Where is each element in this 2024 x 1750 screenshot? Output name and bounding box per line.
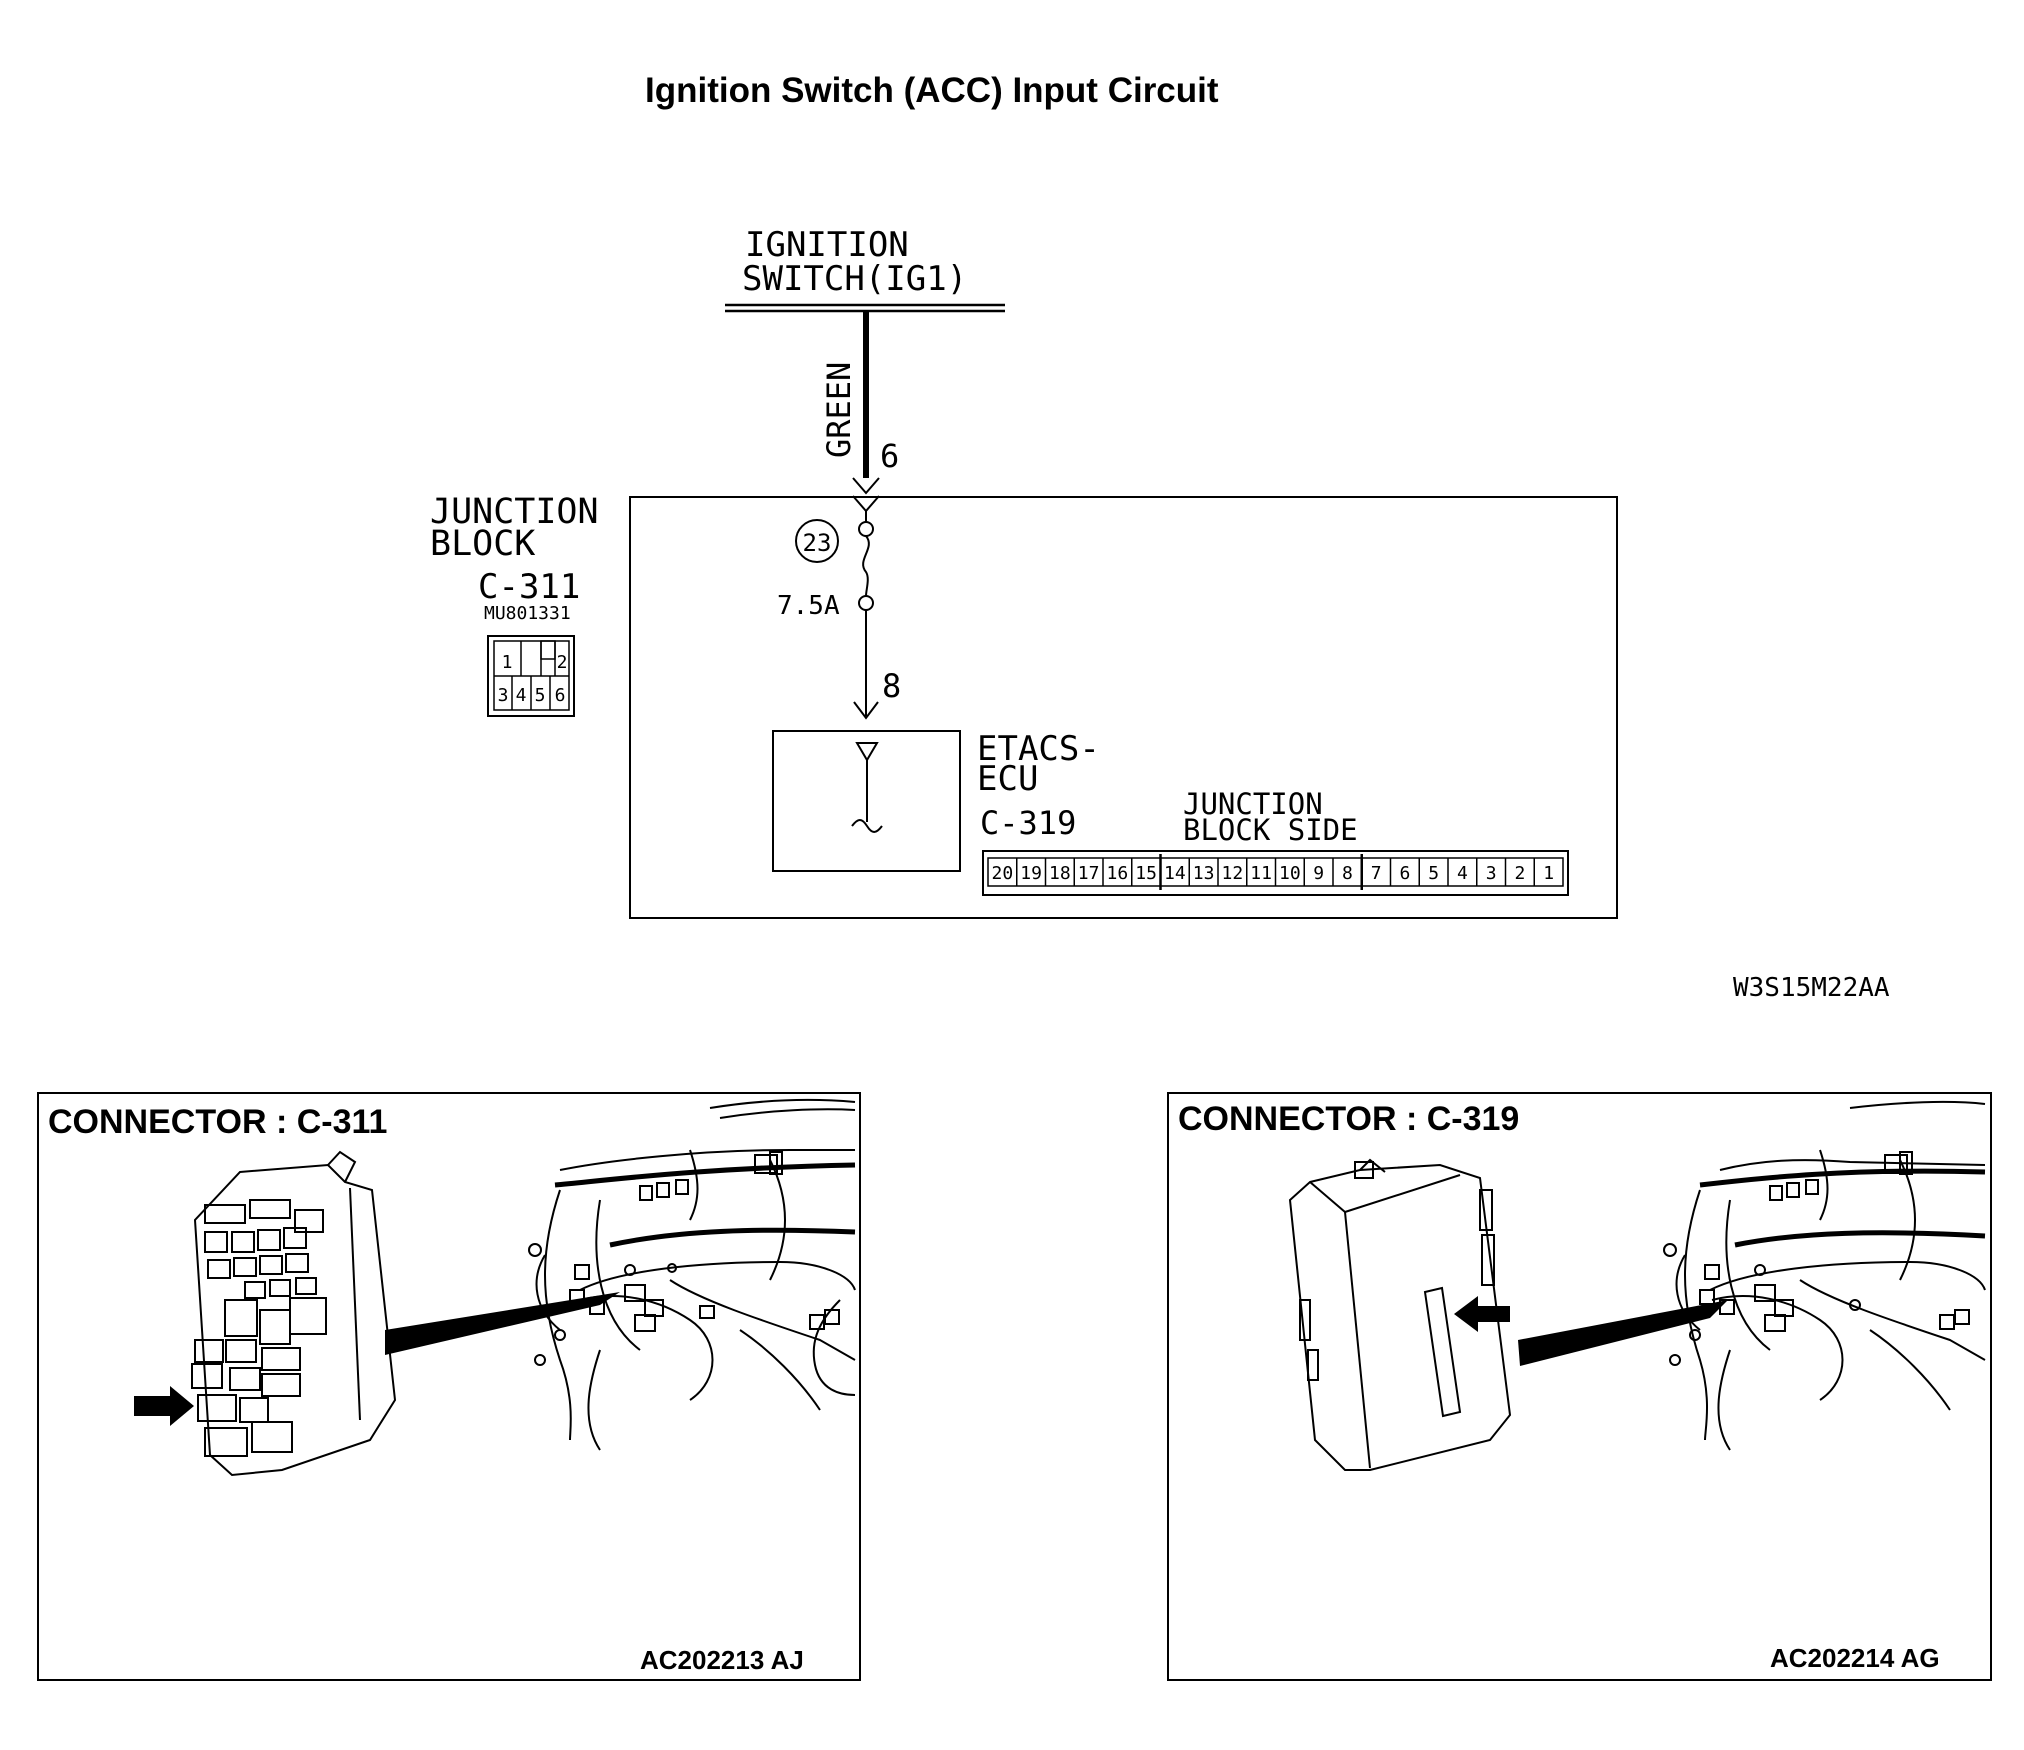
fuse-rating: 7.5A bbox=[777, 591, 840, 621]
page-title: Ignition Switch (ACC) Input Circuit bbox=[645, 71, 1219, 110]
connector-c319-pin-2: 2 bbox=[1514, 863, 1525, 884]
junction-block-label-1: JUNCTION bbox=[430, 492, 599, 532]
wire-color-label: GREEN bbox=[820, 362, 858, 458]
connector-chevron-lower bbox=[852, 495, 880, 513]
connector-c319-pin-9: 9 bbox=[1313, 863, 1324, 884]
junction-block-illustration bbox=[191, 1150, 397, 1477]
connector-c319-pin-18: 18 bbox=[1049, 863, 1071, 884]
jb-side-label-1: JUNCTION bbox=[1183, 787, 1323, 821]
connector-c311-pinout: 1 2 3 4 5 6 bbox=[487, 635, 575, 717]
connector-c311-photo-panel: CONNECTOR : C-311 AC202213 AJ bbox=[37, 1092, 861, 1681]
connector-c319-pin-8: 8 bbox=[1342, 863, 1353, 884]
connector-c319-pin-20: 20 bbox=[992, 863, 1014, 884]
fuse-terminal-bottom bbox=[858, 595, 874, 611]
connector-c319-pin-14: 14 bbox=[1164, 863, 1186, 884]
connector-c319-pin-7: 7 bbox=[1371, 863, 1382, 884]
c319-leader-wedge bbox=[1518, 1300, 1728, 1366]
c319-locator-arrow bbox=[1454, 1296, 1510, 1332]
etacs-ecu-illustration bbox=[1288, 1158, 1512, 1471]
fuse-number: 23 bbox=[803, 529, 832, 557]
connector-c311-body bbox=[487, 635, 575, 717]
ignition-switch-label-1: IGNITION bbox=[745, 225, 909, 265]
fuse-element bbox=[862, 535, 870, 597]
c311-pin-6: 6 bbox=[555, 685, 566, 706]
connector-c319-photo-panel: CONNECTOR : C-319 AC202214 AG bbox=[1167, 1092, 1992, 1681]
fuse-terminal-top bbox=[858, 521, 874, 537]
connector-c319-pin-10: 10 bbox=[1279, 863, 1301, 884]
dashboard-harness-illustration-2 bbox=[1663, 1100, 1986, 1451]
c311-leader-wedge bbox=[385, 1292, 620, 1355]
ignition-switch-label-2: SWITCH(IG1) bbox=[742, 259, 967, 299]
ecu-connector-label: C-319 bbox=[980, 804, 1076, 842]
photo-code-1: AC202213 AJ bbox=[640, 1645, 804, 1675]
junction-block-part-number: MU801331 bbox=[484, 603, 571, 624]
ecu-feed-arrow bbox=[853, 701, 879, 720]
c311-pin-2: 2 bbox=[557, 652, 568, 673]
connector-c319-pin-11: 11 bbox=[1250, 863, 1272, 884]
connector-c319-pin-13: 13 bbox=[1193, 863, 1215, 884]
connector-c319-pin-16: 16 bbox=[1107, 863, 1129, 884]
connector-c319-body bbox=[982, 850, 1569, 896]
c311-pin-3: 3 bbox=[498, 685, 509, 706]
junction-block-box bbox=[629, 496, 1618, 919]
connector-c319-pin-6: 6 bbox=[1399, 863, 1410, 884]
connector-c319-pin-19: 19 bbox=[1020, 863, 1042, 884]
ecu-label-2: ECU bbox=[977, 759, 1038, 799]
connector-chevron-upper bbox=[852, 477, 880, 495]
connector-c319-pin-3: 3 bbox=[1486, 863, 1497, 884]
terminal-6-label: 6 bbox=[880, 437, 899, 475]
c311-pin-5: 5 bbox=[535, 685, 546, 706]
connector-c319-pin-15: 15 bbox=[1135, 863, 1157, 884]
photo-frame-2 bbox=[1167, 1092, 1992, 1681]
photo-code-2: AC202214 AG bbox=[1770, 1643, 1940, 1673]
photo-label-1: CONNECTOR : C-311 bbox=[48, 1103, 387, 1141]
connector-c319-pin-17: 17 bbox=[1078, 863, 1100, 884]
etacs-ecu-box bbox=[772, 730, 961, 872]
connector-c319-pin-5: 5 bbox=[1428, 863, 1439, 884]
c311-pin-1: 1 bbox=[502, 652, 513, 673]
junction-block-label-2: BLOCK bbox=[430, 524, 535, 564]
dashboard-harness-illustration bbox=[528, 1099, 856, 1451]
photo-frame-1 bbox=[37, 1092, 861, 1681]
photo-label-2: CONNECTOR : C-319 bbox=[1178, 1100, 1519, 1138]
connector-c319-pin-12: 12 bbox=[1222, 863, 1244, 884]
ecu-input-wave bbox=[851, 819, 883, 833]
junction-block-connector: C-311 bbox=[478, 567, 580, 607]
c311-pin-4: 4 bbox=[516, 685, 527, 706]
connector-c319-pin-1: 1 bbox=[1543, 863, 1554, 884]
terminal-8-label: 8 bbox=[882, 667, 901, 705]
figure-code: W3S15M22AA bbox=[1733, 973, 1890, 1003]
jb-side-label-2: BLOCK SIDE bbox=[1183, 813, 1358, 847]
ecu-label-1: ETACS- bbox=[977, 729, 1100, 769]
ecu-input-triangle bbox=[855, 742, 879, 762]
connector-c311-key bbox=[540, 640, 556, 660]
c311-locator-arrow bbox=[134, 1386, 194, 1426]
connector-c319-pin-4: 4 bbox=[1457, 863, 1468, 884]
fuse-number-circle bbox=[795, 519, 839, 563]
